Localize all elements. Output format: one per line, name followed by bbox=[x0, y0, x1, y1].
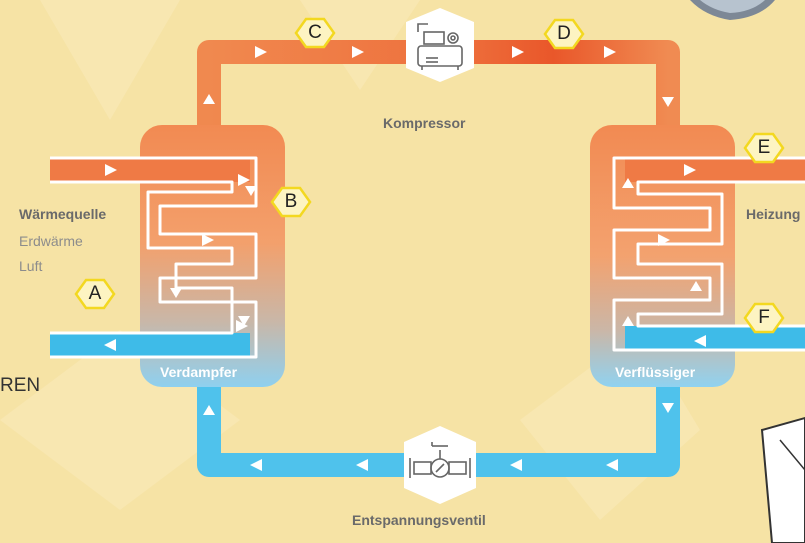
expansion-valve bbox=[404, 426, 476, 504]
valve-icon bbox=[409, 442, 471, 478]
valve-label: Entspannungsventil bbox=[352, 512, 486, 528]
marker-c: C bbox=[308, 22, 322, 43]
markers bbox=[74, 17, 785, 334]
marker-f-hex bbox=[743, 302, 785, 334]
left-text-fragment: REN bbox=[0, 375, 41, 396]
condenser-tank bbox=[590, 125, 805, 387]
heat-source-title: Wärmequelle bbox=[19, 206, 107, 222]
bottom-right-bag-fragment bbox=[760, 416, 805, 543]
evaporator-label: Verdampfer bbox=[160, 364, 238, 380]
compressor-label: Kompressor bbox=[383, 115, 466, 131]
marker-e-hex bbox=[743, 132, 785, 164]
marker-d-hex bbox=[543, 18, 585, 50]
compressor bbox=[406, 8, 474, 82]
marker-e: E bbox=[757, 137, 771, 158]
marker-d: D bbox=[557, 23, 571, 44]
condenser-label: Verflüssiger bbox=[615, 364, 696, 380]
marker-c-hex bbox=[294, 17, 336, 49]
heat-source-item-air: Luft bbox=[19, 258, 43, 274]
flow-arrows bbox=[104, 46, 706, 471]
marker-f: F bbox=[758, 307, 770, 328]
marker-b-hex bbox=[270, 186, 312, 218]
marker-a: A bbox=[88, 283, 102, 304]
marker-a-hex bbox=[74, 278, 116, 310]
heating-label: Heizung bbox=[746, 206, 801, 222]
compressor-icon bbox=[417, 23, 463, 70]
evaporator-tank bbox=[50, 125, 285, 387]
heat-source-item-geothermal: Erdwärme bbox=[19, 233, 83, 249]
top-right-photo-fragment bbox=[690, 0, 775, 20]
marker-b: B bbox=[284, 191, 298, 212]
